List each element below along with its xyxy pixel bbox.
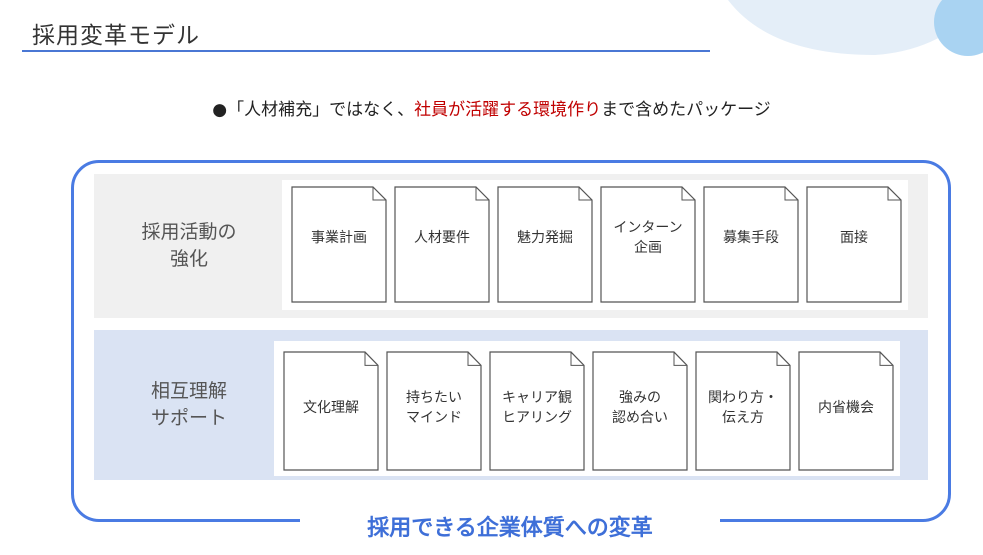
footer-caption: 採用できる企業体質への変革 <box>300 509 720 549</box>
card: インターン 企画 <box>600 186 696 303</box>
slide-title: 採用変革モデル <box>32 23 200 49</box>
card: キャリア観 ヒアリング <box>489 351 585 471</box>
card-group-recruiting: 事業計画 人材要件 魅力発掘 インターン 企画 募集手段 面接 <box>282 180 908 310</box>
card-label: 内省機会 <box>818 400 874 416</box>
card: 募集手段 <box>703 186 799 303</box>
card-label: キャリア観 ヒアリング <box>502 390 572 426</box>
card-label: 人材要件 <box>414 229 470 246</box>
card: 文化理解 <box>283 351 379 471</box>
card: 人材要件 <box>394 186 490 303</box>
summary-bullet: ●「人材補充」ではなく、社員が活躍する環境作りまで含めたパッケージ <box>0 95 983 120</box>
card-label: 文化理解 <box>303 400 359 416</box>
card: 関わり方・ 伝え方 <box>695 351 791 471</box>
card: 魅力発掘 <box>497 186 593 303</box>
card-label: 持ちたい マインド <box>406 390 462 426</box>
card-group-mutual-understanding: 文化理解 持ちたい マインド キャリア観 ヒアリング 強みの 認め合い 関わり方… <box>274 341 900 476</box>
card-label: インターン 企画 <box>613 219 683 256</box>
card-label: 強みの 認め合い <box>612 390 668 426</box>
bullet-prefix: ●「人材補充」ではなく、 <box>212 100 415 120</box>
card: 事業計画 <box>291 186 387 303</box>
card: 面接 <box>806 186 902 303</box>
bullet-suffix: まで含めたパッケージ <box>601 100 771 120</box>
card-label: 魅力発掘 <box>517 229 573 246</box>
card: 強みの 認め合い <box>592 351 688 471</box>
card-label: 事業計画 <box>311 229 367 246</box>
card: 持ちたい マインド <box>386 351 482 471</box>
card-label: 面接 <box>840 229 868 246</box>
row-label: 採用活動の 強化 <box>141 221 237 270</box>
title-underline <box>22 50 710 52</box>
card: 内省機会 <box>798 351 894 471</box>
card-label: 募集手段 <box>723 229 779 246</box>
card-label: 関わり方・ 伝え方 <box>708 390 778 426</box>
decorative-circles <box>728 0 983 56</box>
bullet-highlight: 社員が活躍する環境作り <box>414 100 602 120</box>
row-label: 相互理解 サポート <box>150 380 227 429</box>
